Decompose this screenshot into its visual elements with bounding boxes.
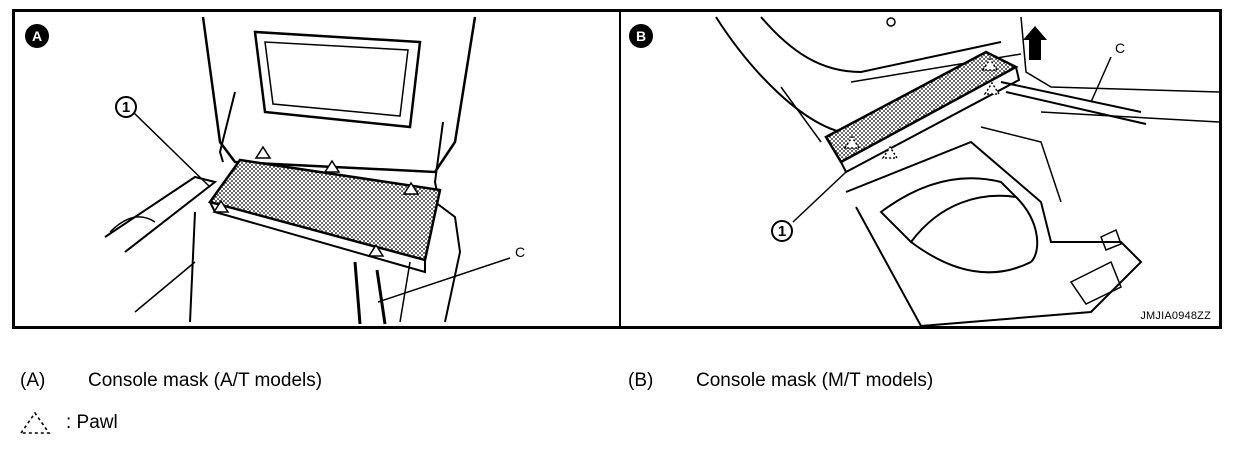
drawing-code: JMJIA0948ZZ	[1140, 310, 1211, 322]
panel-a-badge: A	[25, 24, 49, 48]
panel-b: B 1 C JMJIA0948ZZ	[621, 12, 1219, 326]
panel-a-tool-label: C	[515, 244, 526, 260]
panel-a-part-number: 1	[115, 96, 137, 118]
panel-b-tool-label: C	[1115, 40, 1126, 56]
legend-item-b: (B) Console mask (M/T models)	[628, 370, 933, 392]
legend-text-a: Console mask (A/T models)	[88, 370, 323, 391]
legend-item-a: (A) Console mask (A/T models)	[20, 370, 322, 392]
legend-text-b: Console mask (M/T models)	[696, 370, 934, 391]
panel-a-drawing	[104, 16, 511, 325]
panel-b-part-number: 1	[771, 220, 793, 242]
legend-pawl: : Pawl	[18, 410, 118, 436]
panel-b-badge: B	[629, 24, 653, 48]
panel-a: A 1 C	[15, 12, 619, 326]
legend-key-a: (A)	[20, 370, 46, 391]
legend-key-b: (B)	[628, 370, 654, 391]
panel-divider	[619, 12, 621, 326]
panel-b-drawing	[715, 16, 1219, 326]
dashed-triangle-icon	[19, 411, 51, 434]
legend-pawl-text: : Pawl	[66, 412, 118, 433]
figure-frame: A 1 C	[12, 9, 1222, 329]
